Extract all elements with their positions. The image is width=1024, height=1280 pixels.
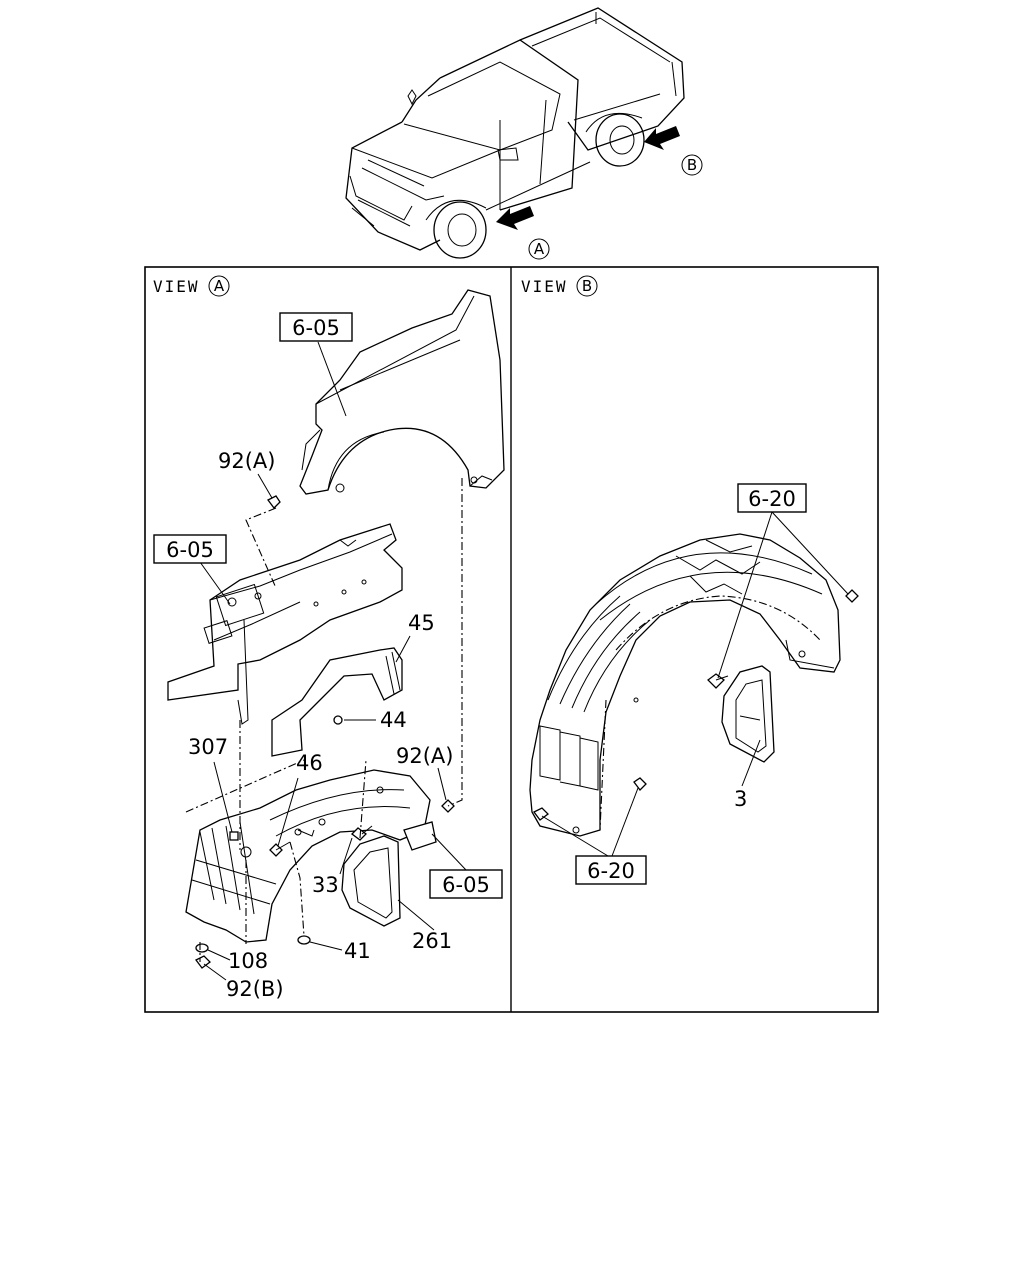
label-307: 307 (188, 735, 228, 759)
label-45: 45 (408, 611, 435, 635)
clip-41 (297, 935, 311, 945)
fastener-44 (333, 715, 343, 725)
ref-6-20-bottom: 6-20 (575, 855, 647, 885)
assembly-line (289, 841, 305, 937)
rear-fender-liner (529, 533, 841, 837)
label-46: 46 (296, 751, 323, 775)
arrow-b-icon (644, 126, 680, 150)
svg-text:6-05: 6-05 (442, 873, 490, 897)
svg-text:VIEW: VIEW (153, 277, 200, 296)
assembly-line (447, 478, 463, 807)
bolt-33 (351, 825, 373, 841)
svg-text:6-20: 6-20 (587, 859, 635, 883)
label-33: 33 (312, 873, 339, 897)
svg-text:A: A (214, 277, 225, 295)
screw-rear-upper (707, 673, 729, 689)
clip-rear-lower-right (633, 777, 647, 791)
label-92b: 92(B) (226, 977, 284, 1001)
arrow-a-icon (496, 206, 534, 230)
label-3: 3 (734, 787, 747, 811)
callout-a: A (528, 238, 550, 260)
mud-flap-rear (721, 665, 775, 763)
view-a-title: VIEW A (153, 275, 230, 297)
screw-rear-right (845, 589, 859, 603)
truck-illustration (345, 7, 685, 259)
ref-6-20-top: 6-20 (737, 483, 807, 513)
view-b-title: VIEW B (521, 275, 598, 297)
svg-text:VIEW: VIEW (521, 277, 568, 296)
fastener-92a-top (267, 495, 281, 509)
ref-6-05-bracket: 6-05 (429, 869, 503, 899)
clip-rear-lower-left (533, 807, 549, 821)
svg-text:6-05: 6-05 (292, 316, 340, 340)
bracket-6-05 (403, 821, 437, 851)
svg-text:6-20: 6-20 (748, 487, 796, 511)
svg-text:B: B (582, 277, 592, 295)
label-44: 44 (380, 708, 407, 732)
label-261: 261 (412, 929, 452, 953)
svg-text:A: A (534, 240, 545, 258)
washer-108 (195, 943, 209, 953)
fastener-46 (269, 841, 291, 857)
assembly-line (185, 759, 305, 813)
assembly-line (245, 507, 277, 589)
ref-6-05-fender: 6-05 (279, 312, 353, 342)
leader-lines-a (199, 341, 467, 981)
ref-6-05-apron: 6-05 (153, 534, 227, 564)
front-fender-liner (185, 769, 431, 943)
inner-apron (167, 523, 403, 725)
nut-92b (195, 955, 211, 969)
label-108: 108 (228, 949, 268, 973)
svg-text:6-05: 6-05 (166, 538, 214, 562)
mud-flap-front (341, 835, 401, 927)
callout-b: B (681, 154, 703, 176)
splash-shield (271, 647, 403, 757)
label-92a-right: 92(A) (396, 744, 453, 768)
leader-lines-b (541, 511, 849, 857)
label-92a-top: 92(A) (218, 449, 275, 473)
label-41: 41 (344, 939, 371, 963)
svg-text:B: B (687, 156, 697, 174)
assembly-line (359, 759, 367, 839)
front-fender (299, 289, 505, 495)
fastener-307 (229, 831, 239, 841)
